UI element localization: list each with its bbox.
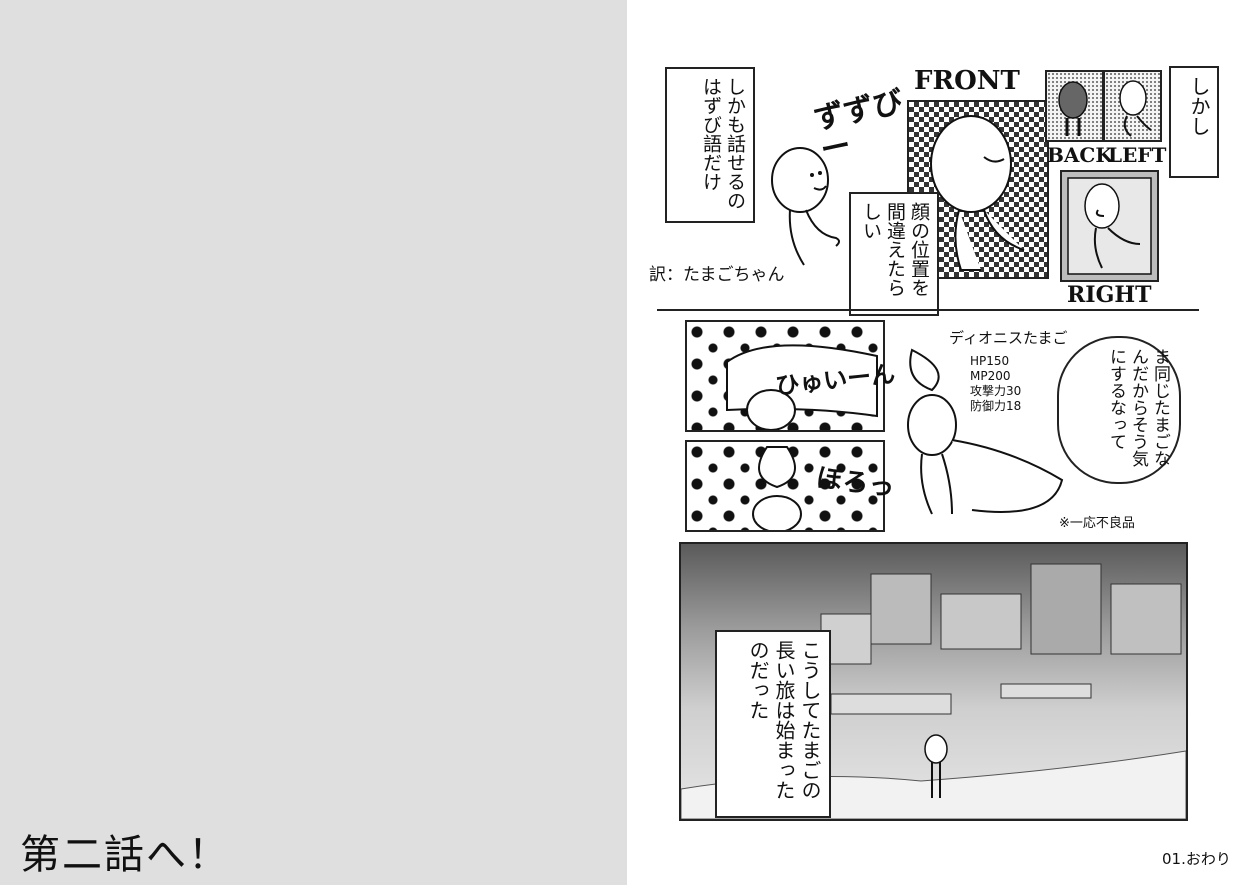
egg-character-illustration (771, 147, 840, 266)
egg-right-illustration (1067, 177, 1152, 275)
caption-3-text: 顔の位置を間違えたらしい (860, 202, 930, 297)
dionis-egg-illustration (907, 348, 1064, 515)
speech-text: ま同じたまごなんだからそう気にするなって (1106, 348, 1170, 467)
view-label-back: BACK (1047, 143, 1113, 167)
page-end-text: 01.おわり (1162, 850, 1231, 868)
stat-mp: MP200 (970, 369, 1011, 383)
caption-2-text: しかし (1187, 76, 1211, 136)
egg-sprout-illustration (726, 344, 878, 430)
character-name: ディオニスたまご (949, 329, 1068, 347)
caption-box-3: 顔の位置を間違えたらしい (849, 192, 939, 316)
manga-page: しかも話せるのはずび語だけ ずずびー 訳：たまごちゃん FRONT BACK L… (627, 0, 1255, 885)
left-page: 第二話へ！ (0, 0, 627, 885)
caption-box-final: こうしてたまごの長い旅は始まったのだった (715, 630, 831, 818)
view-label-left: LEFT (1108, 143, 1167, 167)
caption-1-text: しかも話せるのはずび語だけ (700, 77, 746, 210)
back-view-panel (1045, 70, 1104, 142)
character-stats: HP150 MP200 攻撃力30 防御力18 (970, 354, 1021, 414)
egg-left-illustration (1119, 80, 1152, 137)
view-label-front: FRONT (914, 66, 1020, 96)
right-view-panel (1060, 170, 1159, 282)
next-episode-text: 第二話へ！ (20, 832, 230, 878)
flower-panel-bottom (685, 440, 885, 532)
stat-hp: HP150 (970, 354, 1010, 368)
egg-front-illustration (930, 115, 1025, 271)
egg-flower-illustration (752, 446, 802, 530)
panel-divider-top (657, 309, 1199, 311)
caption-box-1: しかも話せるのはずび語だけ (665, 67, 755, 223)
caption-box-2: しかし (1169, 66, 1219, 178)
translation-note: 訳：たまごちゃん (649, 265, 785, 285)
speech-bubble: ま同じたまごなんだからそう気にするなって (1057, 336, 1181, 484)
footnote: ※一応不良品 (1059, 516, 1135, 531)
left-view-panel (1103, 70, 1162, 142)
egg-back-illustration (1058, 81, 1088, 136)
stat-attack: 攻撃力30 (970, 384, 1022, 398)
flower-panel-top (685, 320, 885, 432)
caption-final-text: こうしてたまごの長い旅は始まったのだった (746, 640, 822, 800)
stat-defense: 防御力18 (970, 399, 1022, 413)
view-label-right: RIGHT (1067, 282, 1152, 308)
